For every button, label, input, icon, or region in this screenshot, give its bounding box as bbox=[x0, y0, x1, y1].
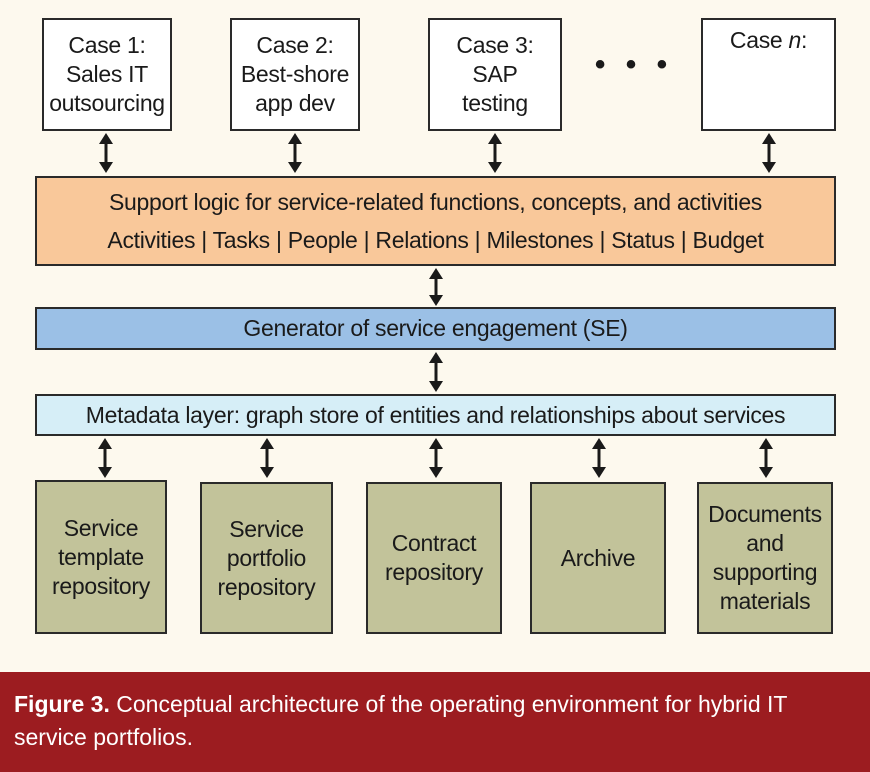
support-logic-title: Support logic for service-related functi… bbox=[108, 189, 763, 215]
figure-label: Figure 3. bbox=[14, 691, 110, 717]
case-n-box: Case n: bbox=[701, 18, 836, 131]
support-logic-box: Support logic for service-related functi… bbox=[35, 176, 836, 266]
double-arrow-icon bbox=[758, 438, 774, 478]
contract-repository-box: Contract repository bbox=[366, 482, 502, 634]
documents-box: Documents and supporting materials bbox=[697, 482, 833, 634]
service-template-repository-box: Service template repository bbox=[35, 480, 167, 634]
metadata-layer-box: Metadata layer: graph store of entities … bbox=[35, 394, 836, 436]
double-arrow-icon bbox=[591, 438, 607, 478]
figure-caption: Figure 3. Conceptual architecture of the… bbox=[0, 672, 870, 772]
service-portfolio-repository-box: Service portfolio repository bbox=[200, 482, 333, 634]
more-cases-ellipsis: • • • bbox=[594, 48, 674, 81]
double-arrow-icon bbox=[428, 438, 444, 478]
double-arrow-icon bbox=[97, 438, 113, 478]
double-arrow-icon bbox=[761, 133, 777, 173]
double-arrow-icon bbox=[487, 133, 503, 173]
case-n-label: Case n: bbox=[729, 27, 808, 53]
generator-box: Generator of service engagement (SE) bbox=[35, 307, 836, 350]
architecture-diagram: Case 1: Sales IT outsourcing Case 2: Bes… bbox=[35, 18, 836, 634]
case-1-box: Case 1: Sales IT outsourcing bbox=[42, 18, 172, 131]
case-3-box: Case 3: SAP testing bbox=[428, 18, 562, 131]
case-2-box: Case 2: Best-shore app dev bbox=[230, 18, 360, 131]
double-arrow-icon bbox=[259, 438, 275, 478]
archive-box: Archive bbox=[530, 482, 666, 634]
support-logic-items: Activities | Tasks | People | Relations … bbox=[107, 227, 764, 253]
double-arrow-icon bbox=[98, 133, 114, 173]
caption-text: Conceptual architecture of the operating… bbox=[14, 691, 788, 750]
double-arrow-icon bbox=[428, 268, 444, 306]
double-arrow-icon bbox=[287, 133, 303, 173]
double-arrow-icon bbox=[428, 352, 444, 392]
